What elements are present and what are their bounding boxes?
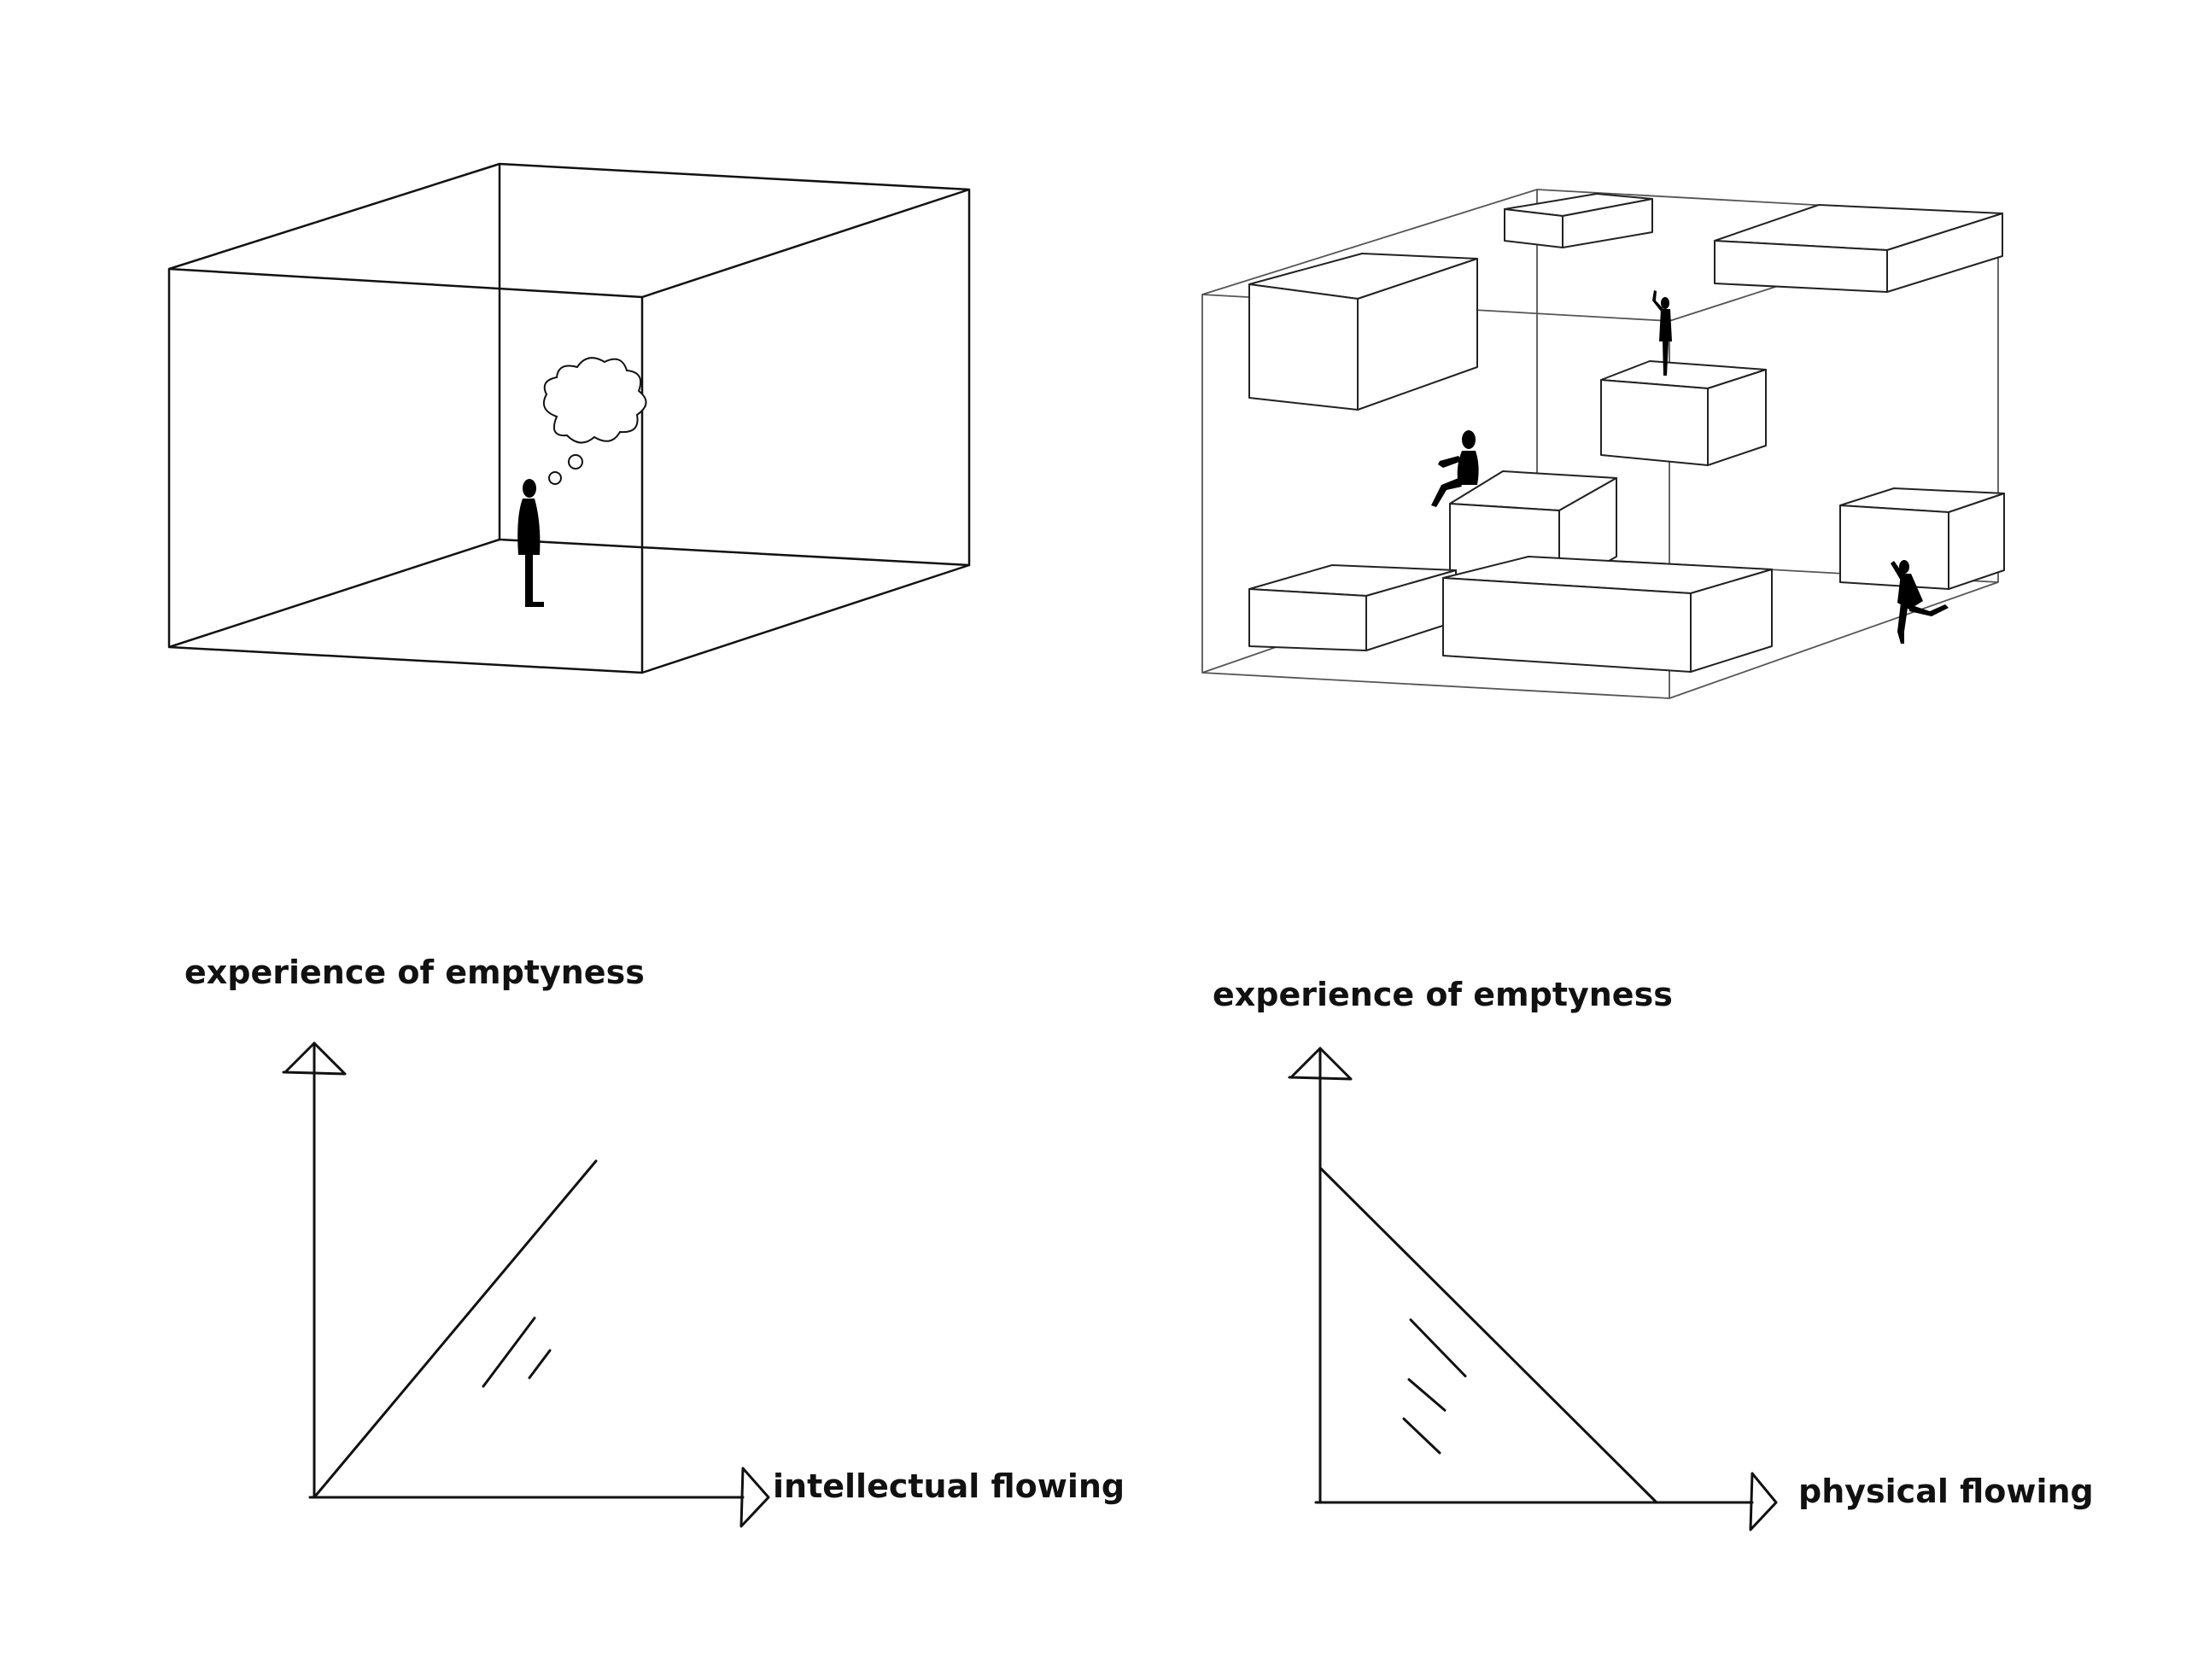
person-leaping-icon (1891, 560, 1949, 644)
trend-line-increasing (313, 1159, 598, 1499)
hatch-mark (528, 1349, 552, 1380)
empty-room-back-wall (498, 162, 971, 567)
person-sitting-icon (1431, 430, 1479, 507)
y-axis-arrowhead (282, 1041, 347, 1076)
left-y-axis-label: experience of emptyness (184, 954, 645, 991)
blocks-room-edge (1669, 581, 1999, 699)
block (1248, 564, 1457, 651)
hatch-mark (1409, 1318, 1467, 1378)
standing-person-icon (517, 479, 544, 607)
trend-line-decreasing (1318, 1166, 1658, 1504)
right-y-axis-label: experience of emptyness (1213, 976, 1673, 1013)
thought-bubble-icon (543, 357, 647, 485)
block (1248, 253, 1478, 411)
empty-room-edge (168, 538, 500, 649)
graph-intellectual (282, 1041, 770, 1528)
empty-room-edge (168, 162, 500, 271)
empty-room-front-frame (167, 267, 644, 674)
empty-room-edge (641, 188, 970, 299)
left-x-axis-label: intellectual flowing (773, 1467, 1125, 1505)
x-axis-arrowhead (739, 1467, 770, 1528)
y-axis-arrowhead (1288, 1047, 1353, 1081)
graph-physical (1288, 1047, 1778, 1531)
blocks-room-edge (1201, 189, 1538, 295)
block (1600, 360, 1767, 466)
x-axis-arrowhead (1749, 1472, 1778, 1531)
hatch-mark (1402, 1417, 1441, 1455)
right-x-axis-label: physical flowing (1798, 1473, 2094, 1510)
block (1714, 204, 2003, 293)
hatch-mark (1407, 1378, 1447, 1412)
block (1442, 556, 1773, 673)
empty-room-illustration (167, 162, 971, 674)
block (1504, 193, 1653, 248)
block (1839, 487, 2005, 590)
floating-blocks (1248, 193, 2005, 673)
hatch-mark (482, 1316, 536, 1388)
empty-room-edge (641, 563, 970, 674)
person-waving-icon (1652, 290, 1672, 376)
